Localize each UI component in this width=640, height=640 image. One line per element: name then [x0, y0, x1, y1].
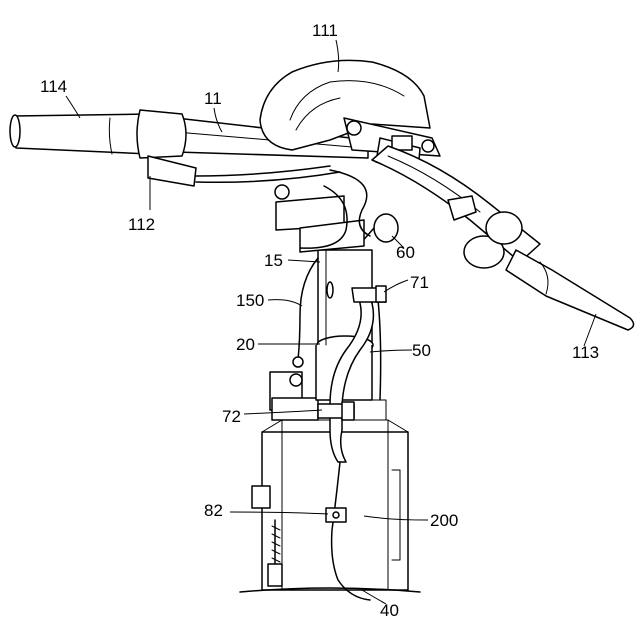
label-20: 20	[236, 335, 255, 354]
cable-150	[298, 258, 318, 360]
cable-right-long	[378, 300, 381, 400]
label-50: 50	[412, 341, 431, 360]
clamp-71	[352, 286, 386, 302]
right-grip-113	[506, 250, 634, 330]
label-114: 114	[40, 77, 67, 96]
lower-housing	[240, 420, 420, 592]
label-82: 82	[204, 501, 223, 520]
label-71: 71	[410, 273, 429, 292]
lever-bracket-112	[148, 156, 340, 186]
knob-60	[360, 214, 398, 244]
label-60: 60	[396, 243, 415, 262]
label-200: 200	[430, 511, 458, 530]
clamp-82	[326, 508, 346, 522]
label-150: 150	[236, 291, 264, 310]
cable-150-end	[293, 357, 303, 367]
label-11: 11	[204, 89, 222, 108]
label-111: 111	[312, 21, 338, 40]
left-grip-114	[10, 110, 186, 158]
label-113: 113	[572, 343, 599, 362]
label-72: 72	[222, 407, 241, 426]
label-15: 15	[264, 251, 283, 270]
label-112: 112	[128, 215, 155, 234]
clamp-72	[318, 402, 354, 420]
label-40: 40	[380, 601, 399, 620]
upper-bracket	[275, 185, 364, 252]
